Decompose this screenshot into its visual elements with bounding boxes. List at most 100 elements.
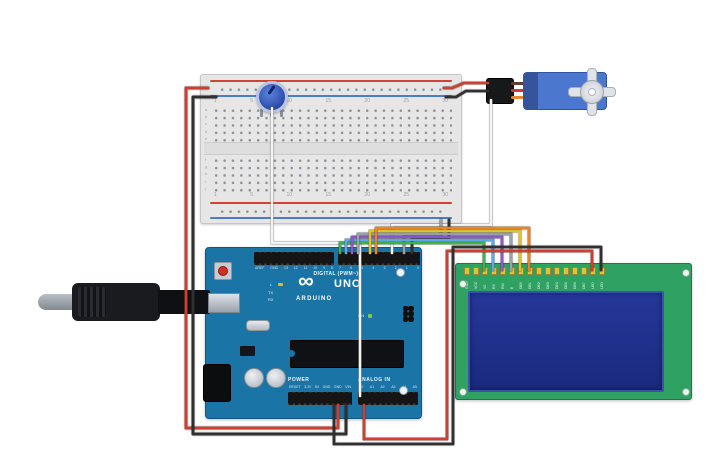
lcd-pin-pad	[500, 267, 506, 275]
lcd-pin-pad	[473, 267, 479, 275]
bb-label: GND	[333, 385, 342, 389]
digital-header-left[interactable]	[254, 252, 334, 265]
rail-holes	[216, 84, 446, 94]
bb-label: 20	[364, 192, 370, 198]
analog-header[interactable]	[358, 392, 418, 405]
lcd-mounting-hole	[682, 269, 690, 277]
power-header[interactable]	[288, 392, 352, 405]
lcd-pin-label: DB3	[545, 282, 550, 289]
micro-servo[interactable]	[486, 68, 618, 116]
power-label: POWER	[288, 377, 310, 383]
reset-button[interactable]	[218, 266, 228, 276]
usb-plug[interactable]	[72, 283, 160, 321]
bb-label: 1	[214, 192, 217, 198]
lcd-pin-label: V0	[482, 284, 487, 289]
lcd-pin[interactable]: LED	[599, 267, 605, 289]
lcd-pin-pad	[599, 267, 605, 275]
breadboard-rail-top	[208, 78, 454, 98]
icsp-header[interactable]	[403, 306, 414, 322]
digital-label: DIGITAL (PWM~)	[313, 271, 359, 277]
analog-label: ANALOG IN	[358, 377, 391, 383]
lcd-pin-pad	[563, 267, 569, 275]
bb-label: 5	[250, 192, 253, 198]
bb-label: A2	[380, 385, 385, 389]
power-led	[368, 314, 372, 318]
lcd-pin-label: E	[509, 286, 514, 289]
lcd-pin[interactable]: LED	[590, 267, 596, 289]
rx-label: RX	[268, 297, 274, 302]
atmega-chip[interactable]	[288, 340, 404, 368]
digital-header-right[interactable]	[338, 252, 420, 265]
bb-label: A0	[359, 385, 364, 389]
lcd-pin[interactable]: RS	[491, 267, 497, 289]
lcd-pin[interactable]: DB5	[563, 267, 569, 289]
bb-label: AREF	[255, 266, 265, 270]
servo-wire-brown	[511, 82, 525, 85]
bb-label: b	[205, 114, 208, 120]
lcd-pin-pad	[581, 267, 587, 275]
board-brand: ARDUINO	[296, 296, 333, 302]
bb-label: 30	[442, 192, 448, 198]
lcd-pin-label: LED	[590, 282, 595, 289]
servo-wire-orange	[511, 96, 525, 99]
lcd-pin[interactable]: DB6	[572, 267, 578, 289]
bb-label: 25	[403, 192, 409, 198]
servo-connector[interactable]	[486, 78, 514, 104]
potentiometer[interactable]	[256, 81, 288, 117]
usb-plug-neck	[158, 290, 210, 314]
lcd-pin[interactable]: DB2	[536, 267, 542, 289]
lcd-mounting-hole	[682, 388, 690, 396]
lcd-pin-label: DB0	[518, 282, 523, 289]
lcd-pin[interactable]: VCC	[473, 267, 479, 289]
bb-label: GND	[322, 385, 331, 389]
lcd-pin[interactable]: DB7	[581, 267, 587, 289]
bb-label: e	[205, 135, 208, 141]
lcd-pin-pad	[536, 267, 542, 275]
lcd-pin-label: LED	[599, 282, 604, 289]
bb-label: 3.3V	[304, 385, 312, 389]
lcd-16x2[interactable]: GNDVCCV0RSRWEDB0DB1DB2DB3DB4DB5DB6DB7LED…	[455, 263, 692, 400]
bb-label: RESET	[289, 385, 301, 389]
lcd-pin[interactable]: DB3	[545, 267, 551, 289]
servo-pigtail-wires	[511, 82, 525, 99]
bb-label: 10	[286, 192, 292, 198]
lcd-mounting-hole	[459, 388, 467, 396]
lcd-pin[interactable]: RW	[500, 267, 506, 289]
bb-label: h	[205, 171, 208, 177]
lcd-pin[interactable]: DB1	[527, 267, 533, 289]
mounting-hole	[396, 268, 405, 277]
lcd-pin-label: DB2	[536, 282, 541, 289]
lcd-pin-pad	[590, 267, 596, 275]
lcd-pin[interactable]: V0	[482, 267, 488, 289]
positive-rail-line	[210, 80, 452, 82]
bb-label: A5	[412, 385, 417, 389]
lcd-pin-pad	[572, 267, 578, 275]
lcd-pin-label: DB5	[563, 282, 568, 289]
bb-label: 25	[403, 98, 409, 104]
lcd-pin-label: DB7	[581, 282, 586, 289]
lcd-pin-pad	[509, 267, 515, 275]
lcd-pin-pad	[482, 267, 488, 275]
lcd-pin-row: GNDVCCV0RSRWEDB0DB1DB2DB3DB4DB5DB6DB7LED…	[464, 267, 605, 289]
bb-label: A3	[391, 385, 396, 389]
bb-label: A1	[369, 385, 375, 389]
board-model: UNO	[334, 278, 362, 290]
lcd-pin[interactable]: E	[509, 267, 515, 289]
lcd-pin-label: DB1	[527, 282, 532, 289]
mounting-hole	[399, 386, 408, 395]
lcd-pin[interactable]: DB4	[554, 267, 560, 289]
bb-label: d	[205, 128, 208, 134]
lcd-pin[interactable]: DB0	[518, 267, 524, 289]
bb-label: VIN	[345, 385, 351, 389]
bb-label: f	[205, 157, 207, 162]
power-jack[interactable]	[203, 364, 231, 402]
crystal-oscillator	[246, 320, 270, 331]
lcd-screen	[468, 291, 664, 392]
analog-pins: A0A1A2A3A4A5	[359, 385, 417, 390]
